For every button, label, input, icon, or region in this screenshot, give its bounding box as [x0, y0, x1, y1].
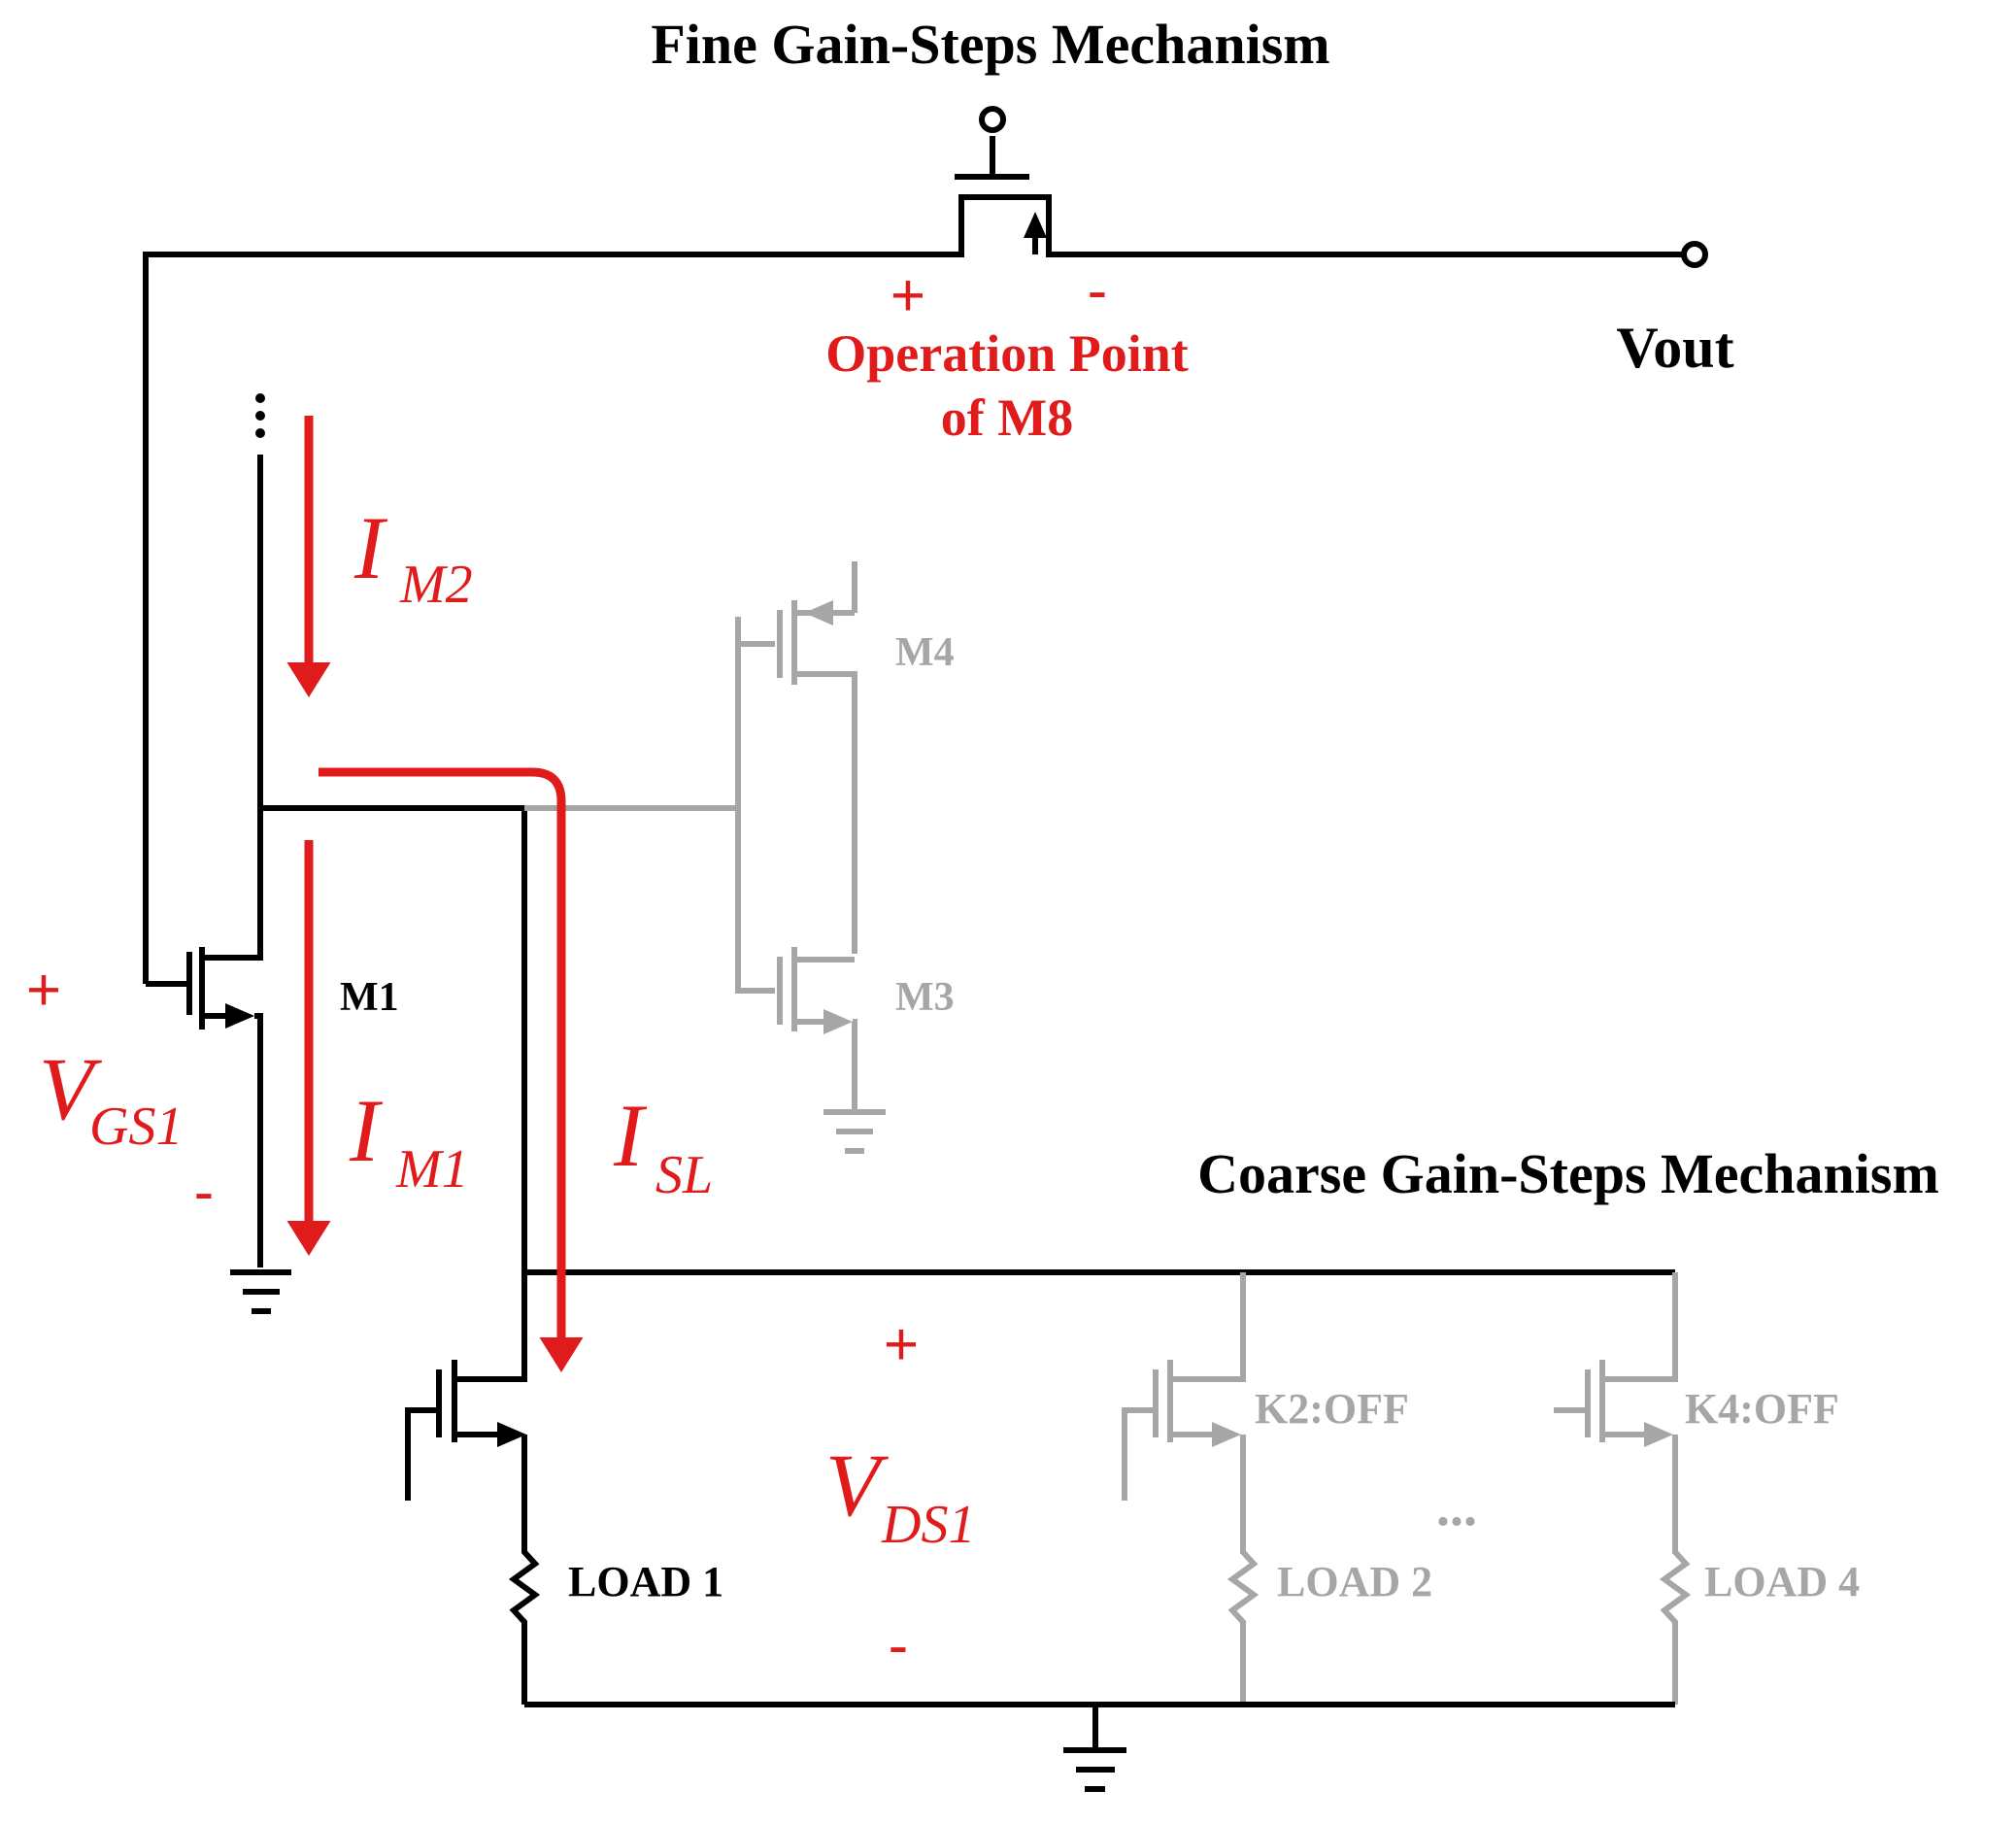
isl-arrow	[319, 767, 584, 1372]
load2-label: LOAD 2	[1277, 1558, 1432, 1605]
vout-terminal	[1681, 241, 1708, 268]
m3-m4-inactive-branch	[524, 561, 886, 1154]
coarse-gain-network	[405, 1269, 1692, 1792]
coarse-gain-title: Coarse Gain-Steps Mechanism	[1197, 1142, 1939, 1205]
m1-transistor	[146, 393, 291, 1314]
m1-label: M1	[340, 975, 399, 1020]
op-point-minus: -	[1088, 257, 1108, 324]
vgs1-plus: +	[26, 957, 61, 1024]
m3-label: M3	[895, 975, 955, 1020]
fine-gain-title: Fine Gain-Steps Mechanism	[651, 13, 1329, 76]
load1-label: LOAD 1	[568, 1558, 723, 1605]
vgs1-label: VGS1	[39, 1039, 183, 1157]
op-point-plus: +	[890, 262, 925, 329]
node-wire	[260, 805, 527, 1272]
k4-label: K4:OFF	[1685, 1385, 1839, 1433]
vgs1-minus: -	[194, 1159, 215, 1226]
m4-label: M4	[895, 630, 955, 675]
op-point-line2: of M8	[941, 388, 1073, 447]
vout-label: Vout	[1616, 316, 1733, 380]
vds1-minus: -	[889, 1612, 909, 1679]
k2-label: K2:OFF	[1255, 1385, 1409, 1433]
m8-transistor	[143, 136, 1685, 984]
more-switches-ellipsis: ...	[1436, 1477, 1477, 1537]
op-point-line1: Operation Point	[825, 324, 1189, 383]
vds1-plus: +	[884, 1311, 919, 1378]
load4-label: LOAD 4	[1704, 1558, 1860, 1605]
m8-gate-terminal	[979, 106, 1006, 133]
vds1-label: VDS1	[825, 1436, 975, 1555]
